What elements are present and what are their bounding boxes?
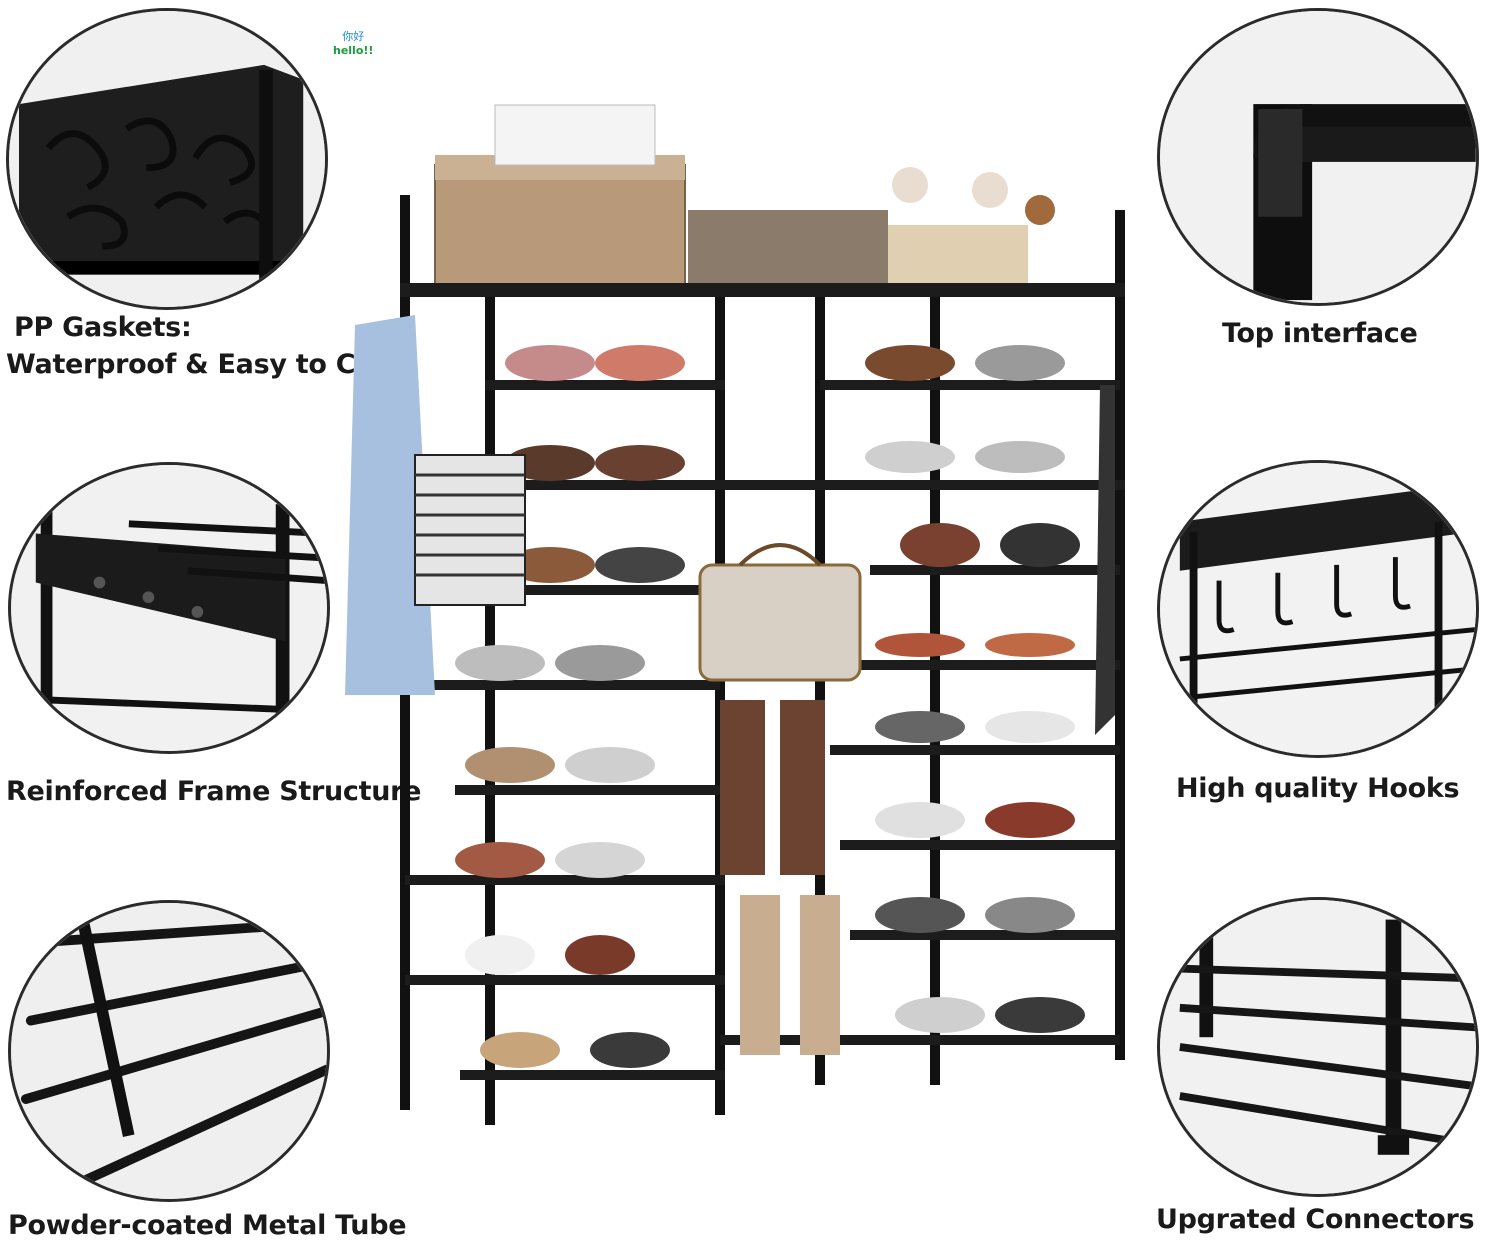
connectors-detail-image [1157, 897, 1479, 1197]
pp-gaskets-label: PP Gaskets: Waterproof & Easy to Clean [6, 312, 419, 380]
reinforced-frame-detail-image [8, 462, 330, 754]
top-interface-label: Top interface [1222, 318, 1418, 349]
hooks-label: High quality Hooks [1176, 773, 1460, 804]
hooks-detail-image [1157, 460, 1479, 758]
pp-gaskets-title: PP Gaskets: [14, 312, 192, 343]
connectors-label: Upgrated Connectors [1156, 1204, 1475, 1235]
watermark: 你好 hello!! [333, 30, 373, 58]
reinforced-frame-label: Reinforced Frame Structure [6, 776, 422, 807]
pp-gasket-detail-image [6, 8, 328, 310]
top-interface-detail-image [1157, 8, 1479, 306]
metal-tube-label: Powder-coated Metal Tube [8, 1210, 407, 1241]
watermark-line-1: 你好 [342, 30, 365, 43]
metal-tube-detail-image [8, 900, 330, 1202]
shoe-rack-product-image [300, 95, 1180, 1125]
watermark-line-2: hello!! [333, 44, 374, 57]
pp-gaskets-subtitle: Waterproof & Easy to Clean [6, 349, 420, 380]
